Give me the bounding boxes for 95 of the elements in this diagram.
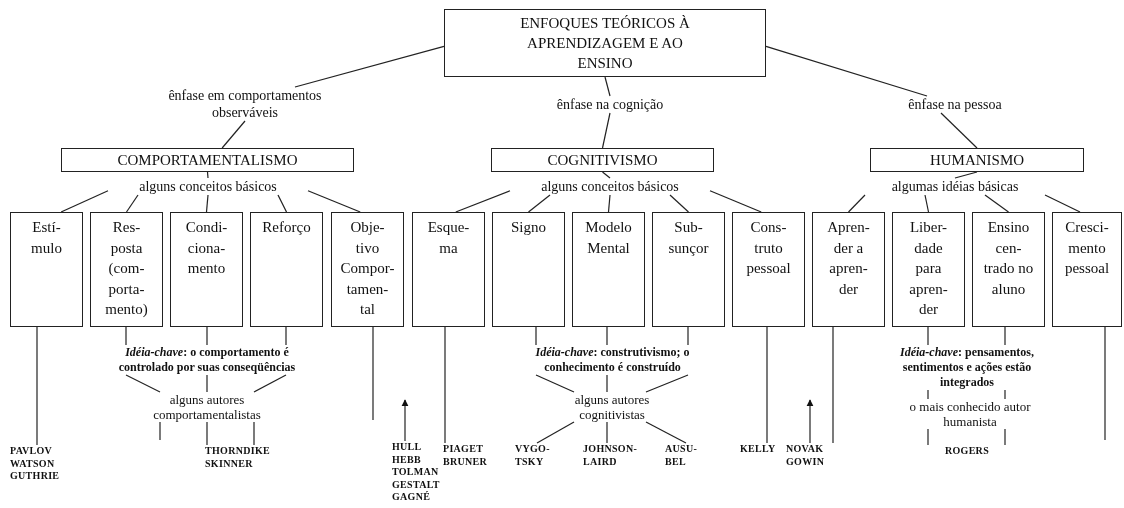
author-names: VYGO- TSKY — [515, 443, 557, 468]
concept-box: Res- posta (com- porta- mento) — [90, 212, 163, 327]
concept-box: Reforço — [250, 212, 323, 327]
concept-box: Cons- truto pessoal — [732, 212, 805, 327]
subheading-text: alguns autores cognitivistas — [528, 392, 696, 422]
author-names: PAVLOV WATSON GUTHRIE — [10, 445, 72, 483]
category-box: COMPORTAMENTALISMO — [61, 148, 354, 172]
connector-line — [125, 374, 161, 393]
connector-line — [1104, 326, 1106, 441]
subheading-text: o mais conhecido autor humanista — [870, 399, 1070, 429]
connector-line — [940, 112, 978, 149]
connector-line — [601, 112, 611, 149]
connector-line — [455, 190, 511, 213]
concept-box: Esque- ma — [412, 212, 485, 327]
subheading-text: alguns autores comportamentalistas — [112, 392, 302, 422]
connector-line — [372, 326, 374, 421]
connector-line — [669, 194, 690, 213]
connector-line — [601, 171, 611, 179]
connector-line — [832, 326, 834, 444]
connector-line — [984, 194, 1010, 213]
title-box: ENFOQUES TEÓRICOS À APRENDIZAGEM E AO ENSINO — [444, 9, 766, 77]
connector-line — [606, 374, 608, 393]
concept-box: Liber- dade para apren- der — [892, 212, 965, 327]
connector-line — [60, 190, 109, 213]
connector-line — [927, 428, 929, 446]
connector-line — [206, 421, 208, 446]
connector-line — [927, 326, 929, 346]
connector-line — [924, 194, 930, 213]
category-box: HUMANISMO — [870, 148, 1084, 172]
concept-box: Obje- tivo Compor- tamen- tal — [331, 212, 404, 327]
connector-line — [277, 194, 288, 213]
author-names: AUSU- BEL — [665, 443, 705, 468]
author-names: THORNDIKE SKINNER — [205, 445, 290, 470]
connector-line — [205, 194, 209, 213]
connector-line — [954, 171, 978, 179]
branch-label: ênfase na pessoa — [885, 96, 1025, 113]
author-names: KELLY — [740, 443, 785, 456]
concept-box: Estí- mulo — [10, 212, 83, 327]
connector-line — [645, 374, 689, 393]
connector-line — [1004, 428, 1006, 446]
connector-line — [927, 389, 929, 400]
concept-box: Signo — [492, 212, 565, 327]
category-box: COGNITIVISMO — [491, 148, 714, 172]
connector-line — [206, 326, 208, 346]
connector-line — [709, 190, 762, 213]
subheading-text: alguns conceitos básicos — [510, 178, 710, 195]
subheading-text: algumas idéias básicas — [855, 178, 1055, 195]
connector-line — [253, 374, 287, 393]
connector-line — [604, 76, 611, 97]
concept-box: Modelo Mental — [572, 212, 645, 327]
connector-line — [36, 326, 38, 446]
concept-box: Sub- sunçor — [652, 212, 725, 327]
author-names: ROGERS — [924, 445, 1010, 458]
connector-line — [294, 45, 445, 88]
author-names: PIAGET BRUNER — [443, 443, 498, 468]
arrow — [401, 399, 409, 442]
connector-line — [766, 326, 768, 444]
connector-line — [444, 326, 446, 444]
connector-line — [159, 421, 161, 441]
connector-line — [125, 194, 139, 213]
connector-line — [535, 374, 575, 393]
key-idea-text: Idéia-chave: pensamentos, sentimentos e ações estão integrados — [878, 345, 1056, 390]
author-names: NOVAK GOWIN — [786, 443, 836, 468]
connector-line — [607, 194, 611, 213]
connector-line — [606, 326, 608, 346]
author-names: JOHNSON- LAIRD — [583, 443, 649, 468]
arrow — [806, 399, 814, 444]
connector-line — [206, 374, 208, 393]
connector-line — [527, 194, 551, 213]
connector-line — [253, 421, 255, 446]
connector-line — [307, 190, 361, 213]
connector-line — [536, 421, 575, 444]
connector-line — [606, 421, 608, 444]
connector-line — [206, 171, 209, 179]
concept-box: Ensino cen- trado no aluno — [972, 212, 1045, 327]
branch-label: ênfase na cognição — [540, 96, 680, 113]
connector-line — [1004, 326, 1006, 346]
concept-box: Cresci- mento pessoal — [1052, 212, 1122, 327]
connector-line — [687, 326, 689, 346]
connector-line — [645, 421, 687, 444]
branch-label: ênfase em comportamentos observáveis — [145, 87, 345, 121]
connector-line — [847, 194, 866, 213]
author-names: HULL HEBB TOLMAN GESTALT GAGNÉ — [392, 441, 444, 504]
key-idea-text: Idéia-chave: o comportamento é controlado por suas conseqüências — [97, 345, 317, 375]
connector-line — [1004, 389, 1006, 400]
connector-line — [765, 45, 928, 97]
connector-line — [125, 326, 127, 346]
concept-box: Apren- der a apren- der — [812, 212, 885, 327]
concept-box: Condi- ciona- mento — [170, 212, 243, 327]
key-idea-text: Idéia-chave: construtivismo; o conhecimento é construído — [500, 345, 725, 375]
subheading-text: alguns conceitos básicos — [108, 178, 308, 195]
connector-line — [221, 120, 246, 149]
connector-line — [285, 326, 287, 346]
connector-line — [535, 326, 537, 346]
connector-line — [1044, 194, 1081, 213]
